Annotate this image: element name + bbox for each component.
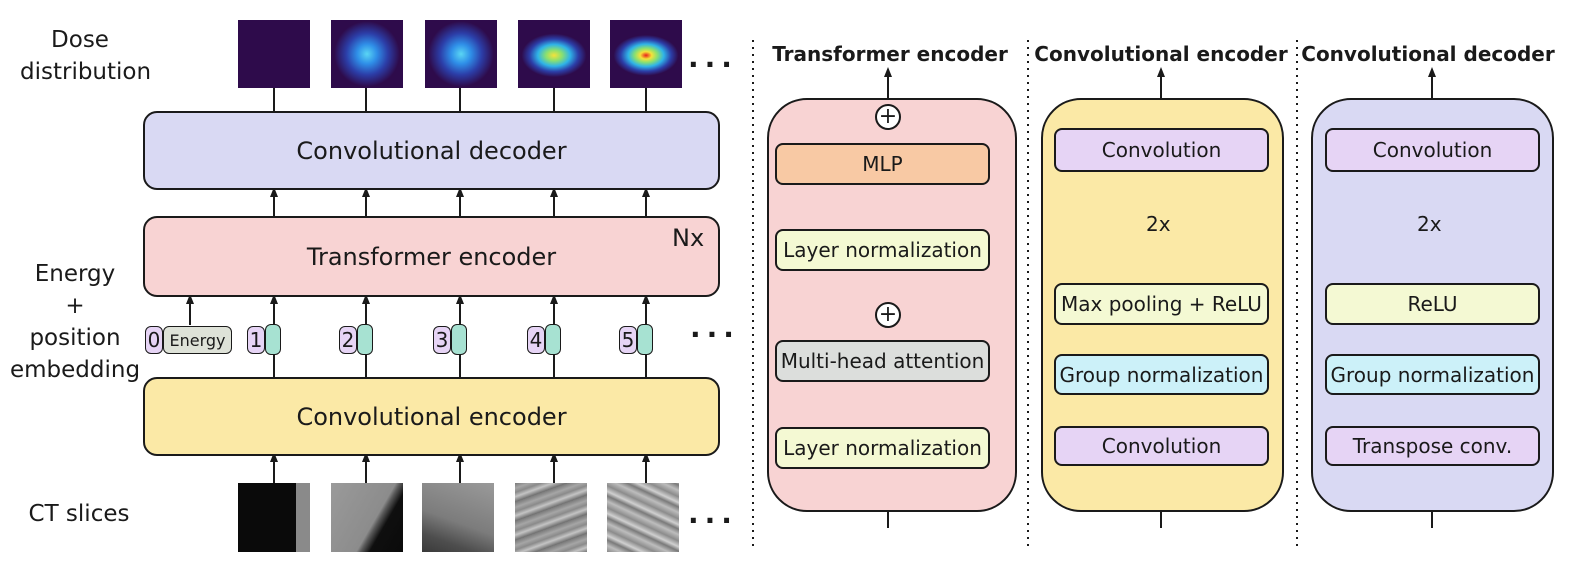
- transpose-conv-block: Transpose conv.: [1325, 426, 1540, 466]
- ct-image-2: [331, 483, 403, 552]
- token-ellipsis: ···: [690, 318, 740, 351]
- ct-slices-label: CT slices: [28, 501, 130, 527]
- relu-block: ReLU: [1325, 283, 1540, 325]
- token-id-0: 0: [145, 326, 163, 354]
- conv-decoder-label: Convolutional decoder: [296, 136, 567, 165]
- mlp-block: MLP: [775, 143, 990, 185]
- ct-image-1: [238, 483, 310, 552]
- energy-label-line3: position: [29, 325, 121, 351]
- ct-ellipsis: ···: [688, 504, 738, 537]
- conv-encoder-repeat-label: 2x: [1146, 212, 1171, 236]
- energy-label-line4: embedding: [10, 357, 141, 383]
- dose-image-5: [610, 20, 682, 88]
- residual-add-top-icon: +: [875, 104, 901, 130]
- token-embedding-3: [451, 324, 467, 355]
- conv-encoder-panel-title: Convolutional encoder: [1034, 42, 1288, 66]
- energy-label-line2: +: [65, 293, 85, 319]
- token-embedding-1: [265, 324, 281, 355]
- layer-norm-top-block: Layer normalization: [775, 229, 990, 271]
- dose-image-1: [238, 20, 310, 88]
- conv-encoder-convolution-bottom: Convolution: [1054, 426, 1269, 466]
- residual-add-bottom-icon: +: [875, 302, 901, 328]
- dose-image-4: [518, 20, 590, 88]
- nx-label: Nx: [672, 224, 705, 252]
- ct-image-3: [422, 483, 494, 552]
- ct-image-4: [515, 483, 587, 552]
- conv-encoder-label: Convolutional encoder: [296, 402, 567, 431]
- max-pooling-relu-block: Max pooling + ReLU: [1054, 283, 1269, 325]
- token-embedding-2: [357, 324, 373, 355]
- dose-image-3: [425, 20, 497, 88]
- token-id-5: 5: [619, 326, 637, 354]
- dose-label-line2: distribution: [20, 59, 152, 85]
- dose-image-2: [331, 20, 403, 88]
- token-embedding-4: [545, 324, 561, 355]
- conv-encoder-block: Convolutional encoder: [143, 377, 720, 456]
- conv-decoder-convolution-top: Convolution: [1325, 128, 1540, 172]
- token-embedding-5: [637, 324, 653, 355]
- conv-decoder-group-norm-block: Group normalization: [1325, 354, 1540, 395]
- ct-image-5: [607, 483, 679, 552]
- dose-label-line1: Dose: [51, 27, 109, 53]
- dose-distribution-label: Dose distribution: [20, 24, 152, 88]
- energy-position-label: Energy + position embedding: [10, 258, 140, 386]
- token-id-1: 1: [247, 326, 265, 354]
- conv-decoder-panel-title: Convolutional decoder: [1301, 42, 1555, 66]
- token-id-3: 3: [433, 326, 451, 354]
- multi-head-attention-block: Multi-head attention: [775, 340, 990, 382]
- transformer-encoder-block: Transformer encoder: [143, 216, 720, 297]
- energy-token: Energy: [163, 326, 232, 354]
- transformer-panel-title: Transformer encoder: [772, 42, 1008, 66]
- token-id-4: 4: [527, 326, 545, 354]
- conv-encoder-convolution-top: Convolution: [1054, 128, 1269, 172]
- conv-encoder-group-norm-block: Group normalization: [1054, 354, 1269, 395]
- dose-ellipsis: ···: [688, 48, 738, 81]
- layer-norm-bottom-block: Layer normalization: [775, 427, 990, 469]
- conv-decoder-block: Convolutional decoder: [143, 111, 720, 190]
- conv-decoder-repeat-label: 2x: [1417, 212, 1442, 236]
- transformer-encoder-label: Transformer encoder: [306, 242, 557, 271]
- token-id-2: 2: [339, 326, 357, 354]
- energy-label-line1: Energy: [34, 261, 116, 287]
